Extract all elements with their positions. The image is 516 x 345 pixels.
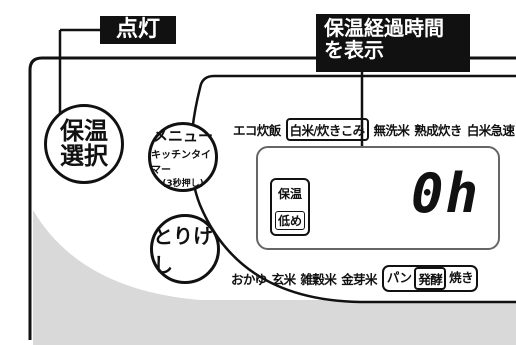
menu-musenmai: 無洗米 (373, 123, 410, 138)
kitchen-timer-label: キッチンタイマー (151, 150, 211, 176)
menu-okayu: おかゆ (231, 272, 267, 287)
menu-jukusei: 熟成炊き (414, 123, 462, 138)
menu-kinmemai: 金芽米 (341, 272, 377, 287)
callout-elapsed-line1: 保温経過時間 (324, 16, 444, 40)
hold-3s-label: (3秒押し) (162, 179, 204, 189)
callout-elapsed-line2: を表示 (324, 38, 384, 62)
keep-warm-label-2: 選択 (60, 142, 108, 170)
menu-ferment: 発酵 (414, 267, 447, 290)
cancel-button[interactable]: とりけし (150, 214, 220, 284)
cancel-label: とりけし (153, 224, 213, 277)
callout-lit: 点灯 (100, 16, 176, 44)
body-shading (33, 210, 516, 345)
menu-label: メニュー (152, 127, 213, 145)
lcd-low-temp: 低め (274, 210, 305, 230)
keep-warm-select-button[interactable]: 保温 選択 (44, 104, 124, 184)
keep-warm-mode-indicator: 保温 低め (270, 178, 310, 236)
menu-button[interactable]: メニュー キッチンタイマー (3秒押し) (148, 122, 218, 192)
menu-bread: パン (386, 270, 412, 285)
menu-zakkoku: 雑穀米 (300, 272, 337, 287)
menu-eco: エコ炊飯 (233, 123, 281, 138)
callout-elapsed: 保温経過時間 を表示 (316, 14, 470, 72)
bread-group: パン 発酵 焼き (381, 265, 478, 292)
menu-quick: 白米急速 (466, 123, 515, 138)
menu-row-bottom: おかゆ 玄米 雑穀米 金芽米 パン 発酵 焼き (231, 265, 483, 292)
menu-genmai: 玄米 (271, 272, 296, 287)
keep-warm-label-1: 保温 (60, 116, 108, 145)
lcd-display: 保温 低め 0h (256, 146, 500, 250)
menu-white-rice-mixed: 白米/炊きこみ (285, 118, 369, 141)
lcd-keep-warm: 保温 (277, 186, 302, 201)
body-outline (28, 56, 516, 340)
menu-row-top: エコ炊飯 白米/炊きこみ 無洗米 熟成炊き 白米急速 (233, 118, 516, 141)
elapsed-time-readout: 0h (410, 162, 480, 225)
menu-bake: 焼き (449, 270, 473, 285)
